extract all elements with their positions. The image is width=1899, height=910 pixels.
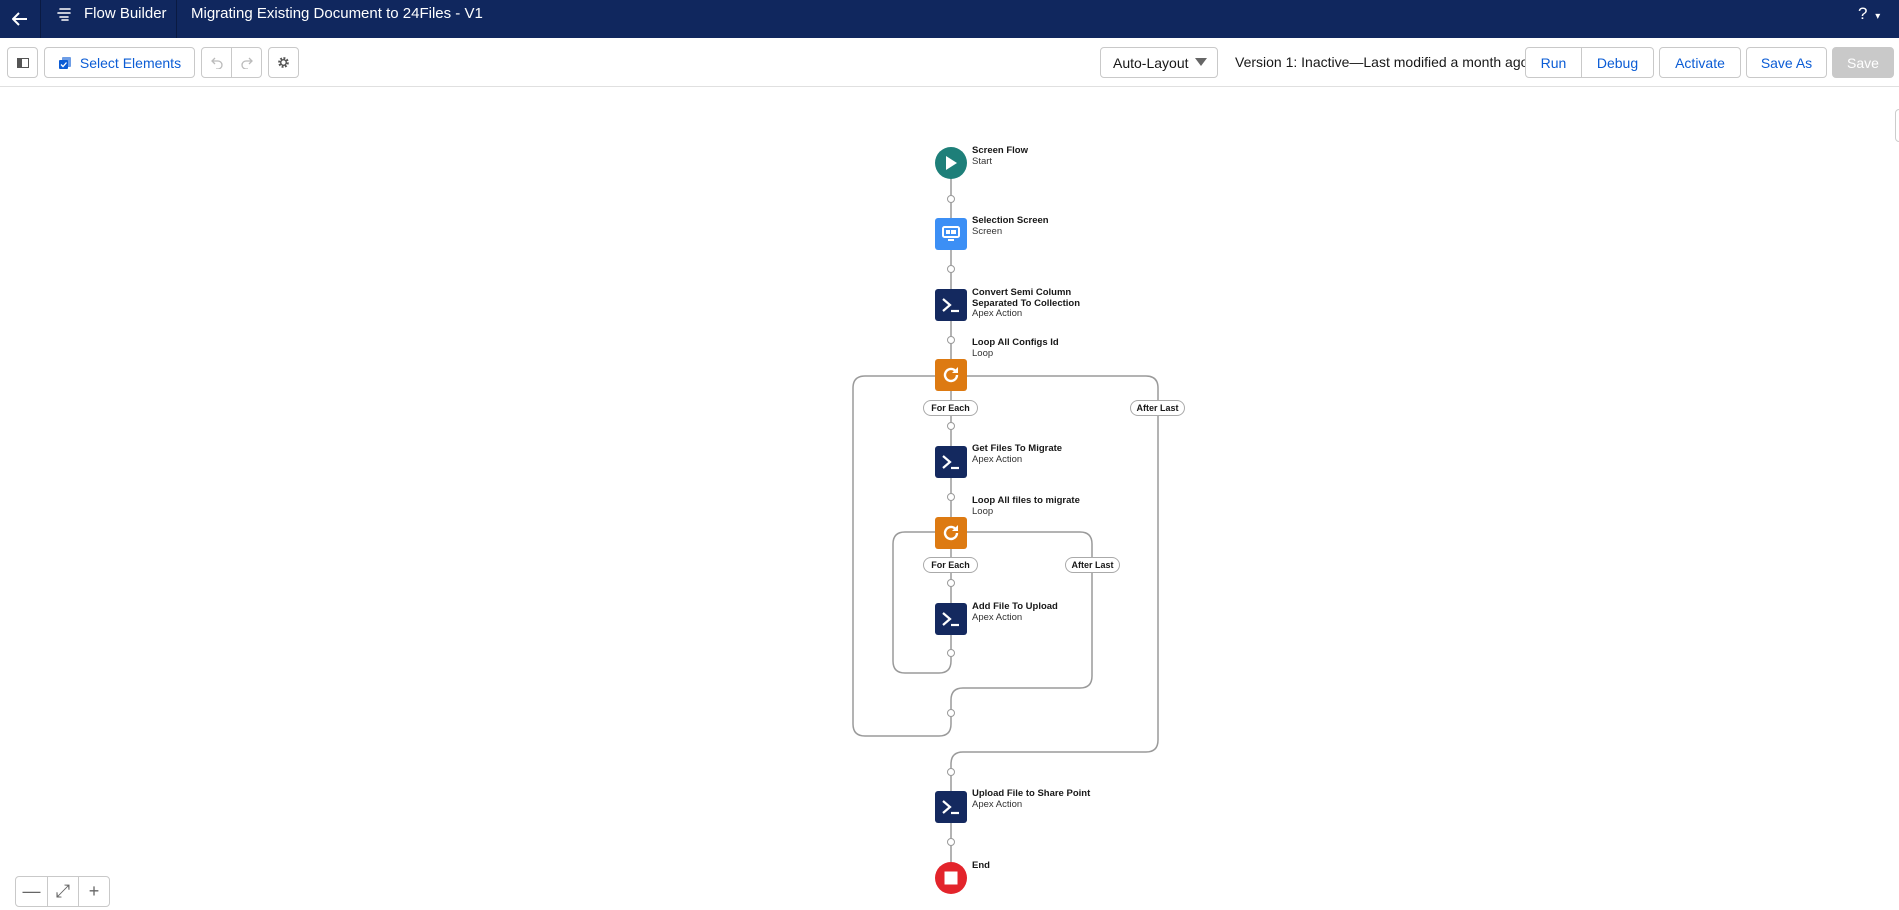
add-file-label: Add File To Upload Apex Action — [972, 602, 1058, 623]
node-type: Screen — [972, 227, 1049, 238]
add-element-connector — [948, 266, 955, 273]
node-type: Apex Action — [972, 800, 1090, 811]
loop-refresh-icon — [942, 524, 960, 542]
node-title: Get Files To Migrate — [972, 444, 1062, 455]
play-icon — [944, 155, 958, 171]
node-type: Loop — [972, 349, 1059, 360]
loop-files-node[interactable] — [935, 517, 967, 549]
zoom-in-button[interactable]: + — [78, 877, 109, 906]
add-element-connector — [948, 839, 955, 846]
loop-configs-node[interactable] — [935, 359, 967, 391]
for-each-badge[interactable]: For Each — [923, 400, 978, 416]
apex-terminal-icon — [941, 454, 961, 470]
get-files-label: Get Files To Migrate Apex Action — [972, 444, 1062, 465]
node-title: Loop All Configs Id — [972, 338, 1059, 349]
node-title: Screen Flow — [972, 146, 1028, 157]
convert-label: Convert Semi Column Separated To Collect… — [972, 288, 1080, 320]
add-element-connector — [948, 494, 955, 501]
node-title: Add File To Upload — [972, 602, 1058, 613]
end-label: End — [972, 861, 990, 872]
add-element-connector — [948, 423, 955, 430]
upload-node[interactable] — [935, 791, 967, 823]
connector-line — [853, 376, 1092, 736]
node-type: Apex Action — [972, 613, 1058, 624]
apex-terminal-icon — [941, 611, 961, 627]
add-element-connector — [948, 580, 955, 587]
add-element-connector — [948, 196, 955, 203]
fit-to-view-button[interactable]: ⤢ — [47, 877, 78, 906]
node-type: Start — [972, 157, 1028, 168]
loop-refresh-icon — [942, 366, 960, 384]
screen-icon — [942, 226, 960, 242]
upload-label: Upload File to Share Point Apex Action — [972, 789, 1090, 810]
node-title: Convert Semi Column — [972, 288, 1080, 299]
node-type: Loop — [972, 507, 1080, 518]
after-last-badge[interactable]: After Last — [1130, 400, 1185, 416]
after-last-badge[interactable]: After Last — [1065, 557, 1120, 573]
node-title: Upload File to Share Point — [972, 789, 1090, 800]
add-element-connector — [948, 650, 955, 657]
apex-terminal-icon — [941, 297, 961, 313]
node-title: Selection Screen — [972, 216, 1049, 227]
add-file-node[interactable] — [935, 603, 967, 635]
get-files-node[interactable] — [935, 446, 967, 478]
convert-node[interactable] — [935, 289, 967, 321]
loop-files-label: Loop All files to migrate Loop — [972, 496, 1080, 517]
node-title: Loop All files to migrate — [972, 496, 1080, 507]
zoom-out-button[interactable]: — — [16, 877, 47, 906]
zoom-controls: — ⤢ + — [15, 876, 110, 907]
add-element-connector — [948, 710, 955, 717]
loop-configs-label: Loop All Configs Id Loop — [972, 338, 1059, 359]
selection-screen-node[interactable] — [935, 218, 967, 250]
start-node[interactable] — [935, 147, 967, 179]
start-node-label: Screen Flow Start — [972, 146, 1028, 167]
for-each-badge[interactable]: For Each — [923, 557, 978, 573]
stop-icon — [944, 871, 958, 885]
add-element-connector — [948, 769, 955, 776]
apex-terminal-icon — [941, 799, 961, 815]
selection-screen-label: Selection Screen Screen — [972, 216, 1049, 237]
add-element-connector — [948, 337, 955, 344]
end-node[interactable] — [935, 862, 967, 894]
node-type: Apex Action — [972, 455, 1062, 466]
node-type: Apex Action — [972, 309, 1080, 320]
node-title: End — [972, 861, 990, 872]
